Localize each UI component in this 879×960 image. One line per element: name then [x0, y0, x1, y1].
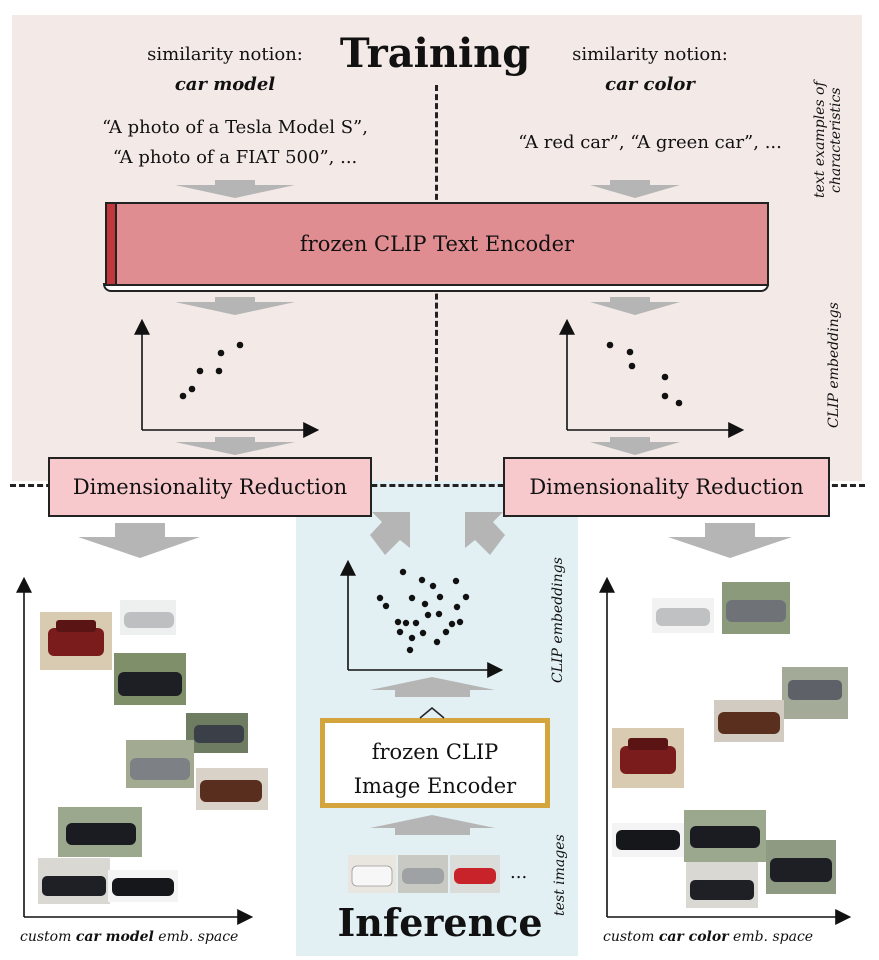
- inference-title: Inference: [337, 900, 543, 945]
- arrow-encoder-to-left-plot: [175, 297, 295, 315]
- car-image: [652, 598, 714, 633]
- encoder-top-notch: [419, 707, 445, 719]
- dimensionality-reduction-left: Dimensionality Reduction: [48, 457, 372, 517]
- test-image: [450, 855, 500, 893]
- car-image: [186, 713, 248, 753]
- text-encoder-base: [103, 283, 769, 292]
- left-example-line-1: “A photo of a Tesla Model S”,: [102, 117, 368, 138]
- image-encoder-line-2: Image Encoder: [353, 774, 517, 798]
- test-images-strip: [348, 855, 500, 893]
- training-left-plot-axes: [134, 318, 320, 438]
- left-caption-suffix: emb. space: [153, 929, 239, 945]
- car-image: [684, 810, 766, 862]
- training-title: Training: [339, 30, 531, 77]
- arrow-left-plot-to-dimred: [175, 437, 295, 455]
- right-similarity-notion: similarity notion: car color: [545, 40, 755, 100]
- training-flow-arrows: [78, 180, 792, 558]
- arrow-left-to-encoder: [175, 180, 295, 198]
- car-image: [58, 807, 142, 857]
- training-right-points: [606, 341, 683, 407]
- car-image: [612, 823, 684, 857]
- text-encoder-spine: [107, 204, 117, 284]
- arrow-embeddings-up-left: [370, 512, 410, 555]
- right-caption-bold: car color: [658, 929, 729, 945]
- car-image: [114, 653, 186, 705]
- arrow-images-to-encoder: [370, 815, 495, 835]
- left-example-line-2: “A photo of a FIAT 500”, ...: [112, 147, 358, 168]
- right-space-car-images: [612, 582, 848, 908]
- image-encoder-block: frozen CLIP Image Encoder: [320, 718, 550, 808]
- left-text-examples: “A photo of a Tesla Model S”, “A photo o…: [60, 113, 410, 173]
- arrow-encoder-to-right-plot: [590, 297, 680, 315]
- dimensionality-reduction-right: Dimensionality Reduction: [503, 457, 830, 517]
- arrow-encoder-to-embeddings: [370, 677, 495, 697]
- car-image: [782, 667, 848, 719]
- training-right-plot-axes: [559, 318, 745, 438]
- arrow-left-dimred-to-space: [78, 523, 200, 558]
- inference-flow-arrows: [370, 512, 505, 835]
- left-similarity-notion: similarity notion: car model: [120, 40, 330, 100]
- inference-plot-axes: [340, 559, 504, 678]
- image-encoder-line-1: frozen CLIP: [371, 740, 499, 764]
- arrow-right-plot-to-dimred: [590, 437, 680, 455]
- arrow-embeddings-up-right: [465, 512, 505, 555]
- right-caption-prefix: custom: [603, 929, 659, 945]
- car-image: [766, 840, 836, 894]
- car-image: [40, 612, 112, 670]
- right-space-caption: custom car color emb. space: [603, 929, 873, 945]
- test-images-ellipsis: ...: [510, 862, 528, 883]
- test-image: [348, 855, 396, 893]
- right-caption-suffix: emb. space: [728, 929, 814, 945]
- car-image: [120, 600, 176, 635]
- left-caption-bold: car model: [75, 929, 154, 945]
- arrow-right-to-encoder: [590, 180, 680, 198]
- left-caption-prefix: custom: [20, 929, 76, 945]
- right-notion-label: similarity notion:: [572, 44, 728, 65]
- car-image: [38, 858, 110, 904]
- car-image: [686, 862, 758, 908]
- text-encoder-label: frozen CLIP Text Encoder: [299, 232, 575, 256]
- car-image: [714, 700, 784, 742]
- right-notion-value: car color: [605, 74, 695, 95]
- car-image: [612, 728, 684, 788]
- training-inference-divider: [10, 484, 865, 487]
- text-encoder-block: frozen CLIP Text Encoder: [105, 202, 769, 286]
- arrow-right-dimred-to-space: [668, 523, 792, 558]
- training-left-points: [179, 341, 244, 400]
- right-space-axes: [599, 576, 852, 925]
- left-space-car-images: [38, 600, 268, 904]
- right-text-examples: “A red car”, “A green car”, ...: [518, 132, 782, 153]
- left-space-axes: [16, 576, 254, 925]
- car-image: [196, 768, 268, 810]
- left-notion-label: similarity notion:: [147, 44, 303, 65]
- left-notion-value: car model: [174, 74, 276, 95]
- test-image: [398, 855, 448, 893]
- car-image: [108, 870, 178, 902]
- car-image: [722, 582, 790, 634]
- left-space-caption: custom car model emb. space: [20, 929, 290, 945]
- car-image: [126, 740, 194, 788]
- inference-points: [376, 568, 470, 654]
